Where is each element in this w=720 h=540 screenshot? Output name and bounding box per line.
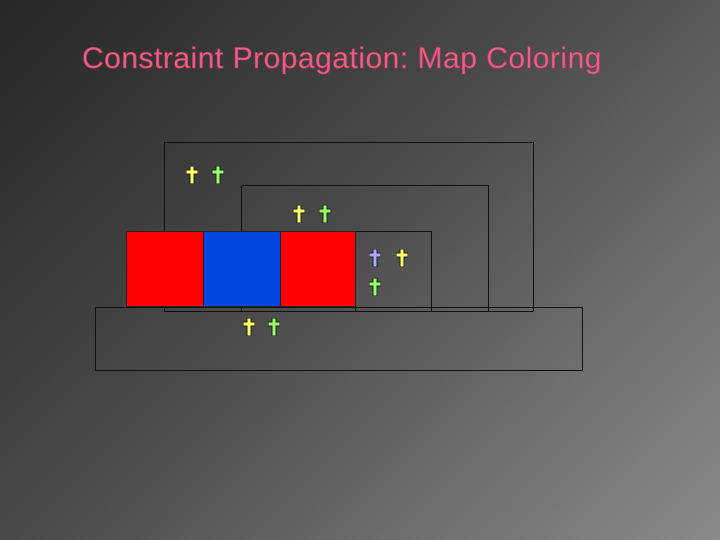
cross-icon bbox=[243, 318, 255, 336]
cross-icon bbox=[212, 166, 224, 184]
cell-left bbox=[126, 231, 204, 307]
cross-icon bbox=[293, 205, 305, 223]
cross-icon bbox=[268, 318, 280, 336]
cross-icon bbox=[369, 278, 381, 296]
cell-right bbox=[280, 231, 356, 307]
cross-icon bbox=[319, 205, 331, 223]
cross-icon bbox=[186, 166, 198, 184]
base-region bbox=[95, 307, 583, 371]
inner-region bbox=[355, 231, 432, 312]
cross-icon bbox=[396, 249, 408, 267]
slide-title: Constraint Propagation: Map Coloring bbox=[82, 42, 602, 76]
cross-icon bbox=[369, 249, 381, 267]
cell-middle bbox=[203, 231, 281, 307]
